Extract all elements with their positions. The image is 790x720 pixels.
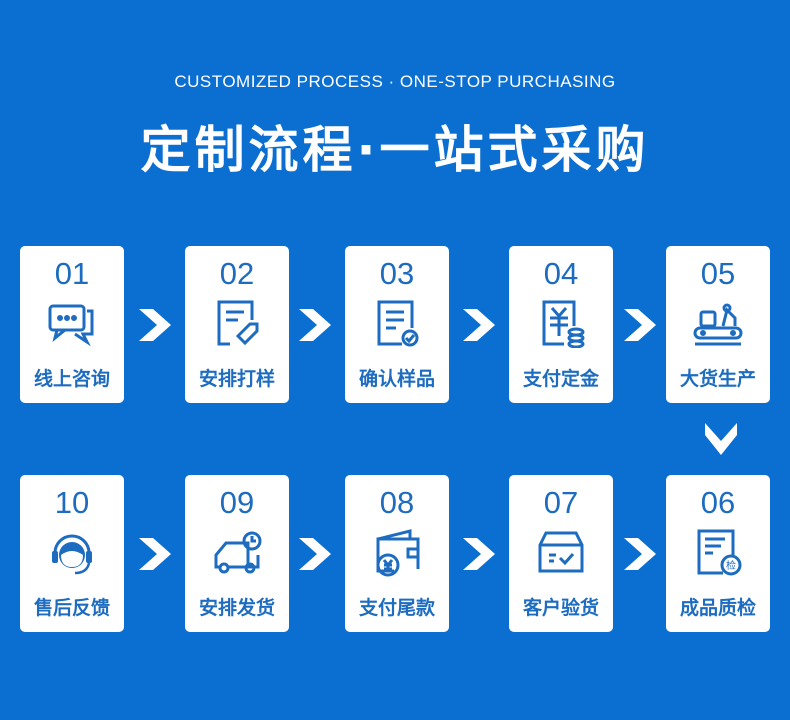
box-check-icon — [538, 531, 584, 573]
step-label: 确认样品 — [358, 368, 435, 390]
step-card-04: 04 支付定金 — [509, 246, 613, 403]
step-card-07: 07 客户验货 — [509, 475, 613, 632]
step-number: 07 — [543, 485, 579, 520]
chat-bubbles-icon — [48, 304, 94, 347]
step-number: 08 — [379, 485, 415, 520]
step-card-09: 09 安排发货 — [185, 475, 289, 632]
step-label: 安排打样 — [198, 368, 275, 390]
document-check-icon — [377, 300, 419, 347]
step-label: 大货生产 — [679, 368, 756, 390]
step-card-05: 05 大货生产 — [666, 246, 770, 403]
page-title: 定制流程·一站式采购 — [140, 121, 650, 179]
delivery-truck-icon — [214, 531, 262, 574]
chevron-right-icon — [299, 309, 331, 341]
step-card-02: 02 安排打样 — [185, 246, 289, 403]
headset-support-icon — [52, 534, 92, 575]
step-label: 线上咨询 — [33, 368, 110, 390]
chevron-right-icon — [139, 309, 171, 341]
step-number: 05 — [700, 256, 736, 291]
step-number: 01 — [54, 256, 90, 291]
step-card-06: 06 检 成品质检 — [666, 475, 770, 632]
chevron-down-icon — [705, 423, 737, 455]
step-number: 03 — [379, 256, 415, 291]
step-number: 04 — [543, 256, 579, 291]
step-label: 支付尾款 — [358, 597, 435, 619]
svg-text:检: 检 — [726, 559, 736, 572]
step-number: 10 — [54, 485, 90, 520]
document-tag-icon — [217, 300, 259, 346]
step-label: 客户验货 — [522, 597, 599, 619]
step-number: 09 — [219, 485, 255, 520]
step-label: 成品质检 — [679, 597, 756, 619]
step-card-08: 08 支付尾款 — [345, 475, 449, 632]
yuan-coins-icon — [542, 300, 585, 348]
subtitle: CUSTOMIZED PROCESS · ONE-STOP PURCHASING — [174, 72, 616, 91]
wallet-yuan-icon — [376, 529, 420, 577]
step-label: 安排发货 — [198, 597, 275, 619]
chevron-right-icon — [624, 309, 656, 341]
factory-robot-arm-icon — [693, 303, 743, 346]
step-number: 02 — [219, 256, 255, 291]
chevron-right-icon — [299, 538, 331, 570]
step-card-01: 01 线上咨询 — [20, 246, 124, 403]
chevron-right-icon — [463, 538, 495, 570]
chevron-right-icon — [139, 538, 171, 570]
step-label: 支付定金 — [522, 368, 599, 390]
chevron-right-icon — [624, 538, 656, 570]
chevron-right-icon — [463, 309, 495, 341]
step-number: 06 — [700, 485, 736, 520]
step-card-03: 03 确认样品 — [345, 246, 449, 403]
step-card-10: 10 售后反馈 — [20, 475, 124, 632]
quality-inspection-icon: 检 — [697, 529, 742, 576]
step-label: 售后反馈 — [33, 597, 110, 619]
